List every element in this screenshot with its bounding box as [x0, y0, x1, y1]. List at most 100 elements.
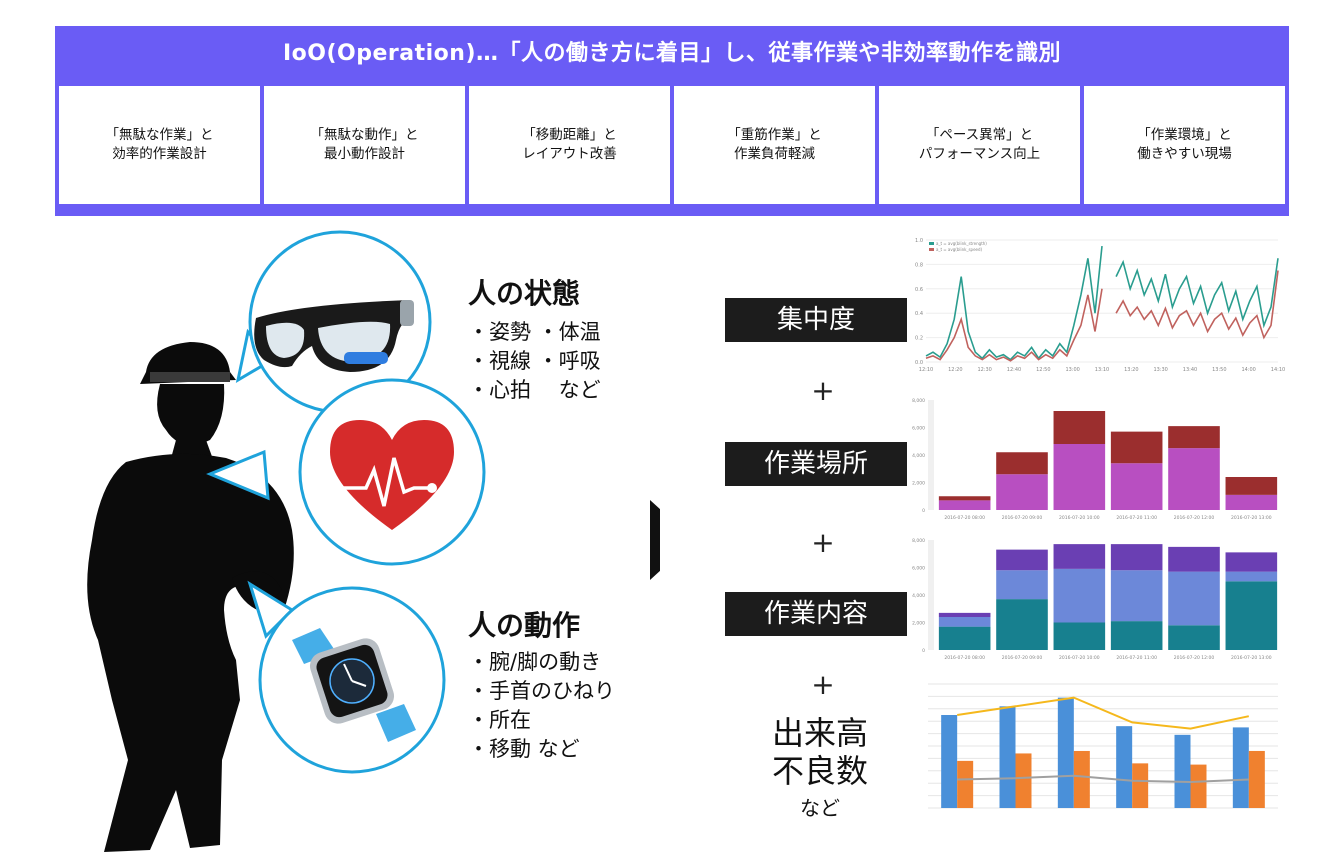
heart-pulse-icon [330, 420, 454, 530]
x-tick-label: 13:30 [1153, 367, 1167, 373]
y-tick-label: 8,000 [912, 538, 925, 544]
bar-segment [996, 570, 1048, 600]
state-item: ・視線 ・呼吸 [468, 349, 601, 373]
worker-illustration [87, 230, 660, 852]
legend-label: a_t = avg(blink_speed) [936, 247, 983, 252]
bar [999, 706, 1016, 808]
bubble-tail-heart [206, 449, 270, 501]
card-wasteful-work: 「無駄な作業」と効率的作業設計 [59, 86, 260, 204]
legend-swatch [929, 242, 934, 245]
card-line2: 働きやすい現場 [1137, 146, 1232, 162]
x-tick-label: 13:20 [1124, 367, 1138, 373]
scrollbar-track [928, 540, 934, 650]
card-travel-distance: 「移動距離」とレイアウト改善 [469, 86, 670, 204]
y-tick-label: 0.0 [915, 360, 923, 366]
bar-segment [1110, 463, 1163, 510]
label-work-content: 作業内容 [725, 592, 907, 636]
bar [1073, 750, 1090, 808]
x-tick-label: 2016-07-20 11:00 [1116, 515, 1157, 521]
x-tick-label: 2016-07-20 08:00 [944, 655, 985, 661]
ioo-banner: IoO(Operation)…「人の働き方に着目」し、従事作業や非効率動作を識別… [55, 26, 1289, 216]
bar-segment [996, 549, 1048, 571]
bar [1057, 697, 1074, 808]
bar [1015, 753, 1032, 808]
x-tick-label: 2016-07-20 10:00 [1059, 515, 1100, 521]
x-tick-label: 12:10 [919, 367, 933, 373]
motion-item: ・腕/脚の動き [468, 650, 602, 674]
y-tick-label: 6,000 [912, 566, 925, 572]
bar-segment [1053, 544, 1106, 569]
plus-sign: + [811, 526, 835, 559]
output-combo-chart [928, 683, 1278, 809]
y-tick-label: 8,000 [912, 398, 925, 404]
x-tick-label: 13:40 [1183, 367, 1197, 373]
bar-segment [1168, 571, 1220, 626]
series-line [957, 774, 1249, 784]
label-defects: 不良数 [771, 752, 868, 790]
series-line [925, 246, 1279, 361]
bar-segment [938, 496, 991, 501]
bar-segment [1168, 625, 1220, 650]
bar-segment [938, 617, 991, 627]
bar-segment [1225, 494, 1278, 510]
state-heading: 人の状態 [468, 277, 581, 310]
state-items: ・姿勢 ・体温 ・視線 ・呼吸 ・心拍 など [468, 318, 601, 405]
smartwatch-icon [292, 628, 416, 742]
y-tick-label: 0 [922, 508, 925, 514]
card-line1: 「作業環境」と [1137, 127, 1232, 143]
x-tick-label: 12:40 [1007, 367, 1021, 373]
series-line [957, 696, 1250, 730]
bar [1174, 734, 1191, 808]
bar [1248, 750, 1265, 808]
bar-segment [1168, 546, 1220, 572]
card-line1: 「移動距離」と [522, 127, 617, 143]
y-tick-label: 0.4 [915, 311, 923, 317]
bar [1190, 764, 1207, 808]
bar-segment [1168, 426, 1220, 449]
x-tick-label: 13:00 [1065, 367, 1079, 373]
x-tick-label: 2016-07-20 11:00 [1116, 655, 1157, 661]
bar-segment [938, 612, 991, 617]
y-tick-label: 4,000 [912, 453, 925, 459]
x-tick-label: 2016-07-20 12:00 [1174, 655, 1215, 661]
bar-segment [996, 599, 1048, 650]
bar [941, 715, 958, 808]
bar [957, 760, 974, 808]
y-tick-label: 0 [922, 648, 925, 654]
card-pace-anomaly: 「ペース異常」とパフォーマンス向上 [879, 86, 1080, 204]
bar-segment [938, 626, 991, 650]
card-line2: 効率的作業設計 [112, 146, 207, 162]
bar [1232, 727, 1249, 808]
x-tick-label: 2016-07-20 13:00 [1231, 515, 1272, 521]
y-tick-label: 2,000 [912, 621, 925, 627]
y-tick-label: 0.6 [915, 287, 923, 293]
x-tick-label: 2016-07-20 09:00 [1002, 655, 1043, 661]
card-line1: 「ペース異常」と [925, 127, 1034, 143]
x-tick-label: 2016-07-20 12:00 [1174, 515, 1215, 521]
bar-segment [1110, 570, 1163, 622]
x-tick-label: 14:10 [1271, 367, 1285, 373]
y-tick-label: 6,000 [912, 426, 925, 432]
bar [1116, 726, 1133, 808]
bar-segment [1053, 444, 1106, 510]
x-tick-label: 12:30 [977, 367, 991, 373]
bar-segment [1225, 477, 1278, 495]
legend-swatch [929, 248, 934, 251]
bar-segment [938, 500, 991, 510]
bar [1132, 763, 1149, 808]
card-heavy-work: 「重筋作業」と作業負荷軽減 [674, 86, 875, 204]
x-tick-label: 13:50 [1212, 367, 1226, 373]
bar-segment [1110, 431, 1163, 464]
banner-cards: 「無駄な作業」と効率的作業設計 「無駄な動作」と最小動作設計 「移動距離」とレイ… [59, 86, 1285, 204]
series-line [925, 270, 1279, 362]
bar-segment [996, 474, 1048, 510]
card-line2: 作業負荷軽減 [734, 146, 815, 162]
bar-segment [1110, 544, 1163, 571]
x-tick-label: 12:20 [948, 367, 962, 373]
worker-silhouette-icon [87, 342, 294, 852]
bar-segment [1053, 568, 1106, 623]
label-work-place: 作業場所 [725, 442, 907, 486]
motion-items: ・腕/脚の動き ・手首のひねり ・所在 ・移動 など [468, 648, 615, 764]
banner-title: IoO(Operation)…「人の働き方に着目」し、従事作業や非効率動作を識別 [282, 41, 1061, 66]
